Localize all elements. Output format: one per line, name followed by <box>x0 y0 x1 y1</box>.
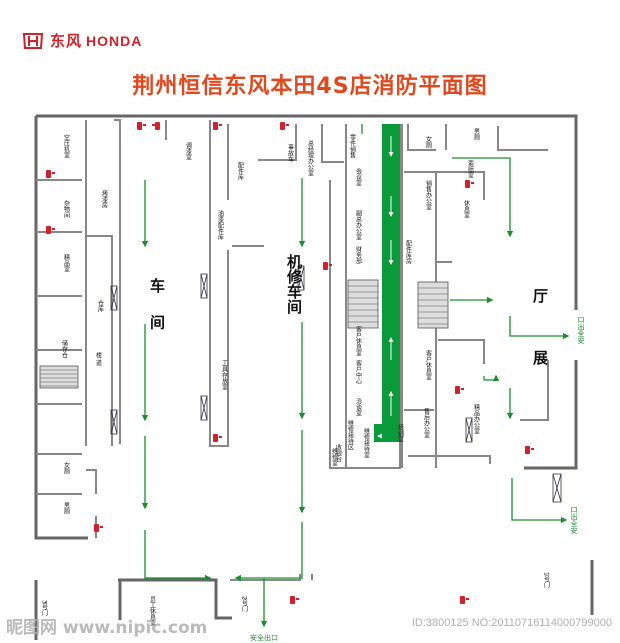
exit-label-right-bottom: 口出全安 <box>570 506 578 535</box>
room-label: 销售办公室 <box>425 179 432 210</box>
room-label: 员工休息室 <box>149 596 156 626</box>
room-label: 会议室 <box>355 167 362 186</box>
honda-logo-icon <box>22 32 44 49</box>
extinguisher-icon <box>525 446 534 454</box>
area-labels: 车 间 机修车间 展 厅 <box>148 253 549 366</box>
room-label: 仓库 <box>97 299 104 313</box>
room-label: 索赔室 <box>467 159 474 178</box>
room-label: 事故车 <box>287 143 294 163</box>
extinguisher-icon <box>137 122 146 130</box>
room-label: 精品办公室 <box>473 403 480 434</box>
room-label: 客户中心 <box>355 359 362 384</box>
room-label: 洽谈室 <box>355 397 362 416</box>
exit-label-right-top: 口出全安 <box>577 316 585 345</box>
watermark: 昵图网 www.nipic.com <box>6 618 208 638</box>
extinguisher-icon <box>213 434 222 442</box>
showroom-label-1: 展 <box>531 350 549 366</box>
room-label: 精品室 <box>63 253 70 272</box>
brand-en: HONDA <box>86 32 143 49</box>
room-label: 油漆配件库 <box>217 209 224 241</box>
room-label: 售后办公室 <box>423 407 430 438</box>
room-label: 男厕 <box>473 128 480 141</box>
fire-extinguishers <box>46 122 534 604</box>
room-label: 1号门 <box>543 572 550 589</box>
room-label: 收银台 <box>335 443 342 463</box>
extinguisher-icon <box>460 596 469 604</box>
brand-cn: 东风 <box>50 32 83 50</box>
repair-workshop-label: 机修车间 <box>285 253 303 315</box>
extinguisher-icon <box>46 226 55 234</box>
exit-labels: 安全出口 口出全安 口出全安 <box>250 316 585 642</box>
image-id: ID:3800125 NO:20110716114000799000 <box>411 617 612 629</box>
room-label: 财务部 <box>355 245 362 265</box>
showroom-label-2: 厅 <box>531 288 549 304</box>
room-label: 客户休息室 <box>355 325 362 356</box>
interior-walls <box>36 119 549 581</box>
page-title: 荆州恒信东风本田4S店消防平面图 <box>132 74 488 99</box>
room-label: 楼 道 <box>95 351 102 367</box>
extinguisher-icon <box>46 170 55 178</box>
room-label: 总经理办公室 <box>307 139 314 176</box>
room-label: 女厕 <box>425 135 432 149</box>
extinguisher-icon <box>152 122 160 130</box>
extinguisher-icon <box>455 386 464 394</box>
extinguisher-icon <box>323 262 332 270</box>
room-label: 空压机室 <box>63 133 70 158</box>
room-label: 工具存放室 <box>221 360 228 390</box>
evacuation-arrows <box>141 124 570 628</box>
room-label: 配件库房 <box>405 240 412 265</box>
brand: 东风 HONDA <box>22 30 142 51</box>
extinguisher-icon <box>94 524 103 532</box>
room-label: 维修室 <box>331 447 338 466</box>
room-label: 零件销售 <box>349 134 356 159</box>
walls <box>34 114 594 640</box>
extinguisher-icon <box>213 122 222 130</box>
room-label: 女厕 <box>63 461 70 475</box>
workshop-label: 车 间 <box>148 277 166 337</box>
room-label: 休息室 <box>463 199 470 218</box>
corridor-arrows <box>377 136 394 439</box>
room-label: 副总办公室 <box>355 209 362 240</box>
room-label: 维修接待室 <box>363 427 370 458</box>
room-label: 男厕 <box>63 502 70 515</box>
exit-label-bottom: 安全出口 <box>250 633 278 642</box>
room-label: 维修接待区 <box>347 419 354 450</box>
extinguisher-icon <box>280 122 289 130</box>
room-label: 储存仓 <box>61 339 68 358</box>
room-label: 配件库 <box>237 162 244 181</box>
green-corridor <box>382 124 400 442</box>
room-label: 调漆室 <box>185 141 192 160</box>
room-label: 杂物间 <box>63 200 70 219</box>
room-label: 烤漆房 <box>101 189 108 209</box>
room-labels: 配件库 工具存放室 调漆室 油漆配件库 烤漆房 仓库 楼 道 精品室 杂物间 空… <box>41 128 550 626</box>
room-label: 3号门 <box>41 600 48 617</box>
extinguisher-icon <box>290 596 299 604</box>
columns <box>110 265 562 503</box>
room-label: 培训室 <box>397 423 404 442</box>
extinguisher-icon <box>465 180 474 188</box>
room-label: 客户休息室 <box>425 349 432 380</box>
room-label: 2号门 <box>241 596 248 613</box>
